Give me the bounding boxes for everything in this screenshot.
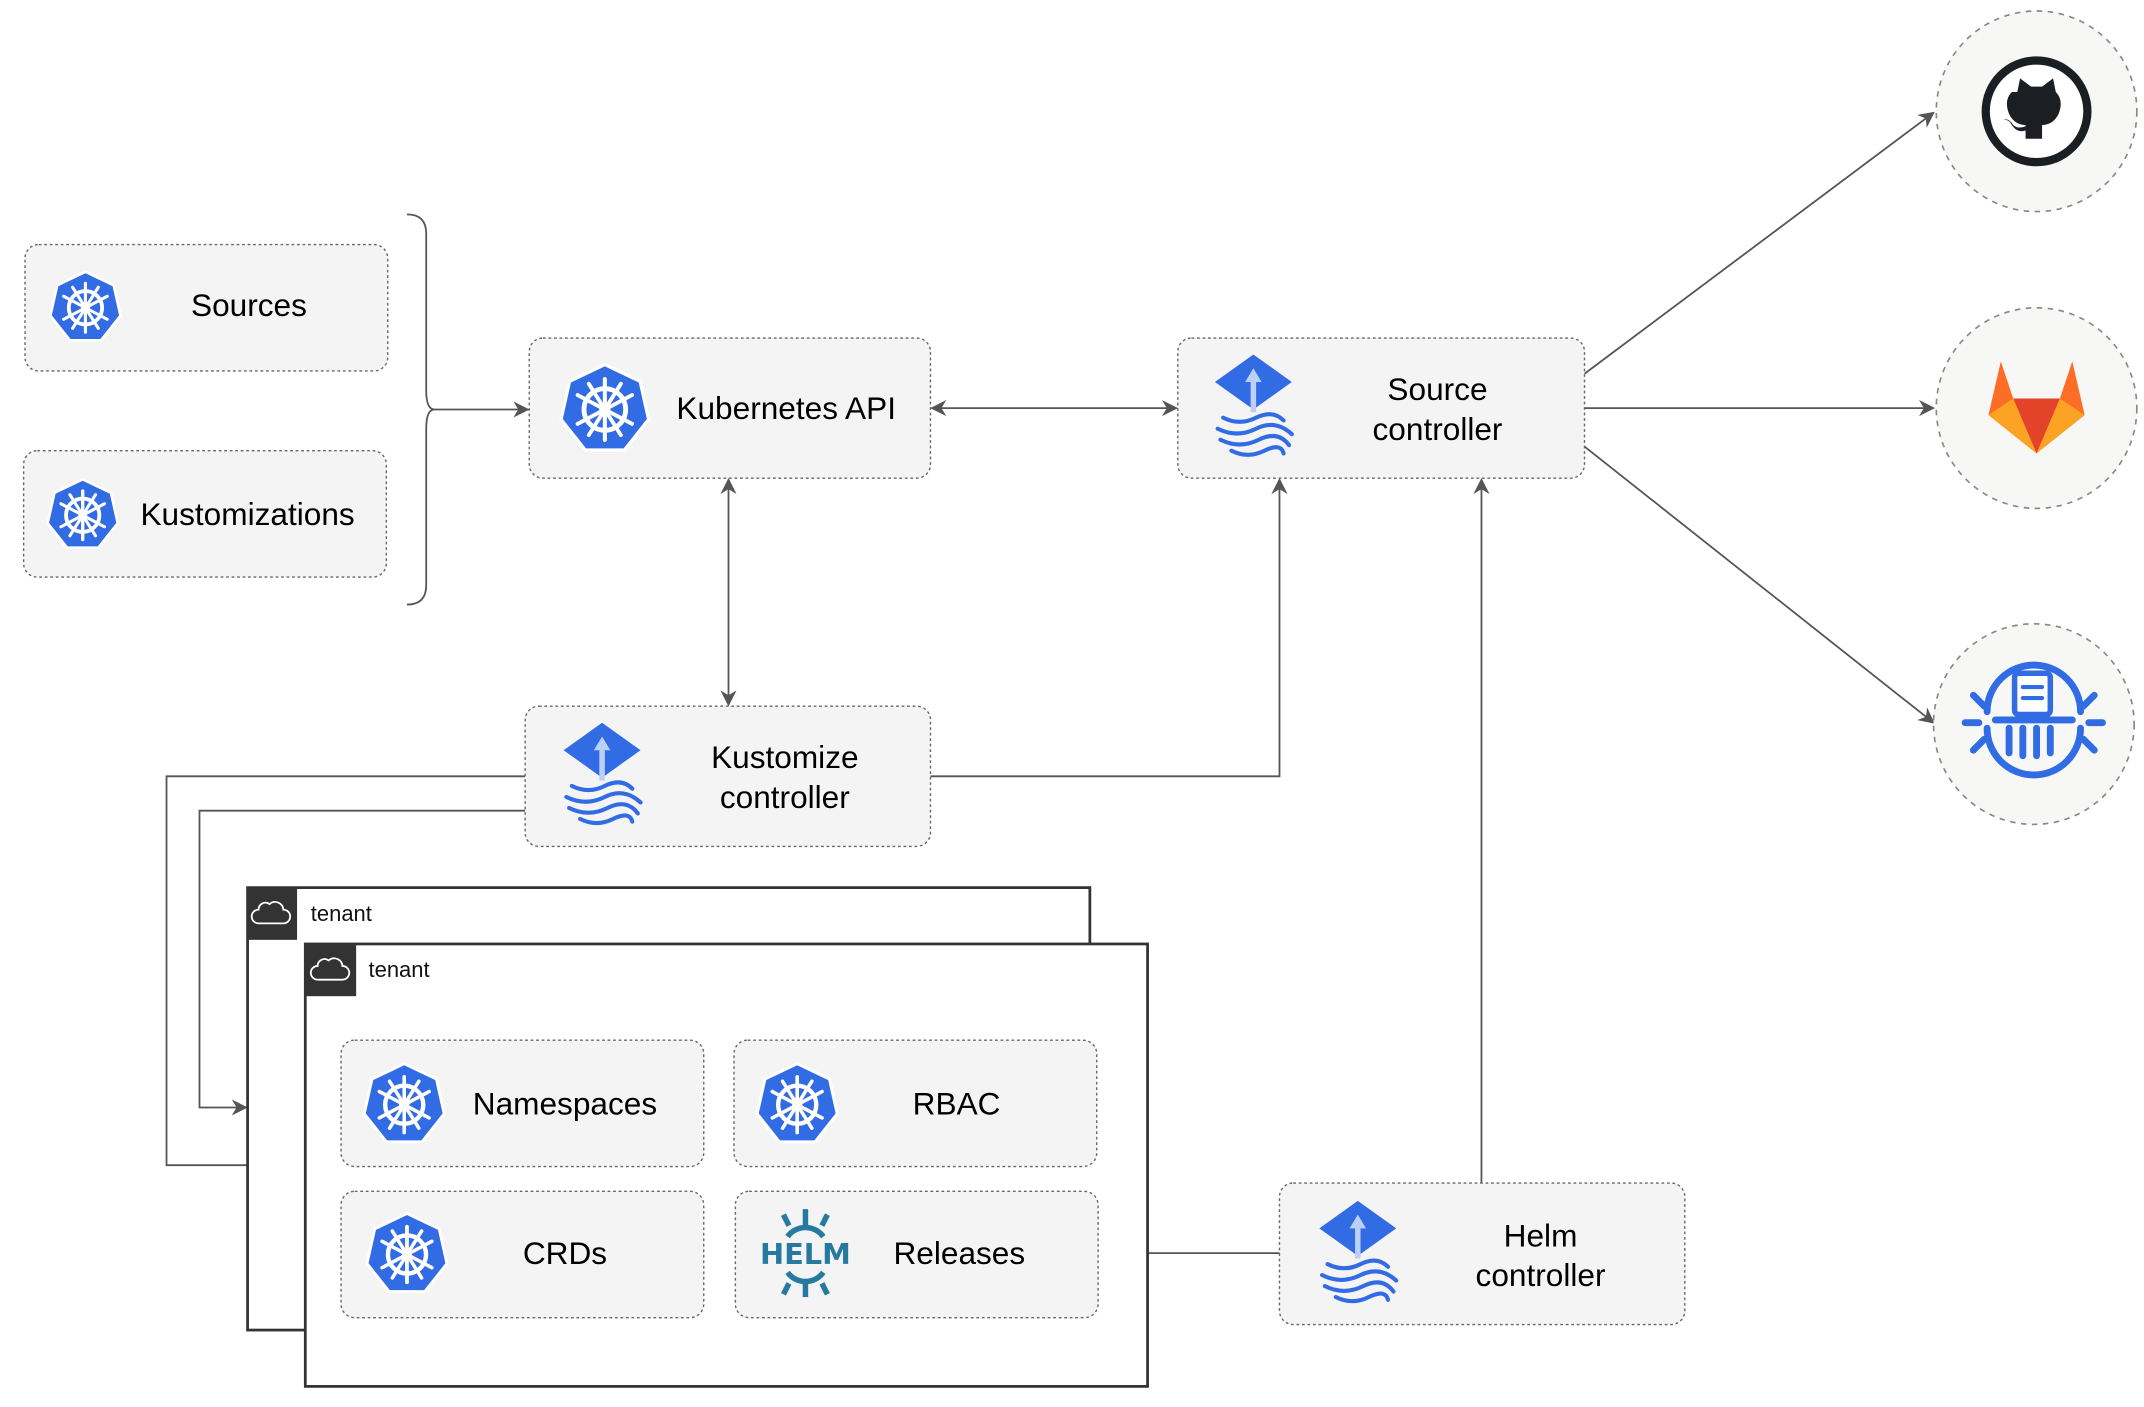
node-label: Kustomize — [711, 739, 858, 775]
node-label: Releases — [893, 1235, 1025, 1271]
node-rbac[interactable]: RBAC — [733, 1039, 1098, 1168]
node-source-controller[interactable]: Source controller — [1177, 337, 1586, 479]
helm-icon — [780, 1209, 830, 1298]
bucket-icon — [1961, 661, 2106, 779]
cloud-icon — [250, 901, 292, 925]
node-releases[interactable]: HELM Releases — [734, 1190, 1099, 1319]
node-label: Helm — [1504, 1217, 1578, 1253]
node-label: Source — [1387, 371, 1487, 407]
node-kustomizations[interactable]: Kustomizations — [22, 449, 388, 578]
github-icon — [1981, 56, 2092, 167]
edge-kustomize-to-tenant-inner — [165, 775, 526, 1174]
edge-source-to-bucket — [1583, 445, 1935, 724]
node-label: Kustomizations — [140, 496, 354, 532]
edge-kustomize-to-source — [930, 477, 1288, 778]
helm-logo-text: HELM — [760, 1237, 851, 1271]
node-label: CRDs — [523, 1235, 607, 1271]
tenant-label: tenant — [369, 957, 430, 982]
node-label: controller — [1476, 1257, 1606, 1293]
node-label: controller — [720, 779, 850, 815]
node-namespaces[interactable]: Namespaces — [340, 1039, 705, 1168]
node-label: Sources — [191, 287, 307, 323]
tenant-label: tenant — [311, 901, 372, 926]
bucket-source[interactable] — [1932, 622, 2135, 826]
gitlab-source[interactable] — [1935, 306, 2138, 510]
node-label: controller — [1373, 411, 1503, 447]
cloud-icon-bg — [305, 943, 357, 997]
node-helm-controller[interactable]: Helm controller — [1278, 1182, 1686, 1326]
edge-kustomize-to-tenant-outer — [198, 809, 526, 1116]
node-label: Namespaces — [473, 1085, 657, 1121]
grouping-brace — [406, 213, 435, 606]
node-label: Kubernetes API — [676, 390, 896, 426]
edge-source-to-github — [1583, 111, 1935, 375]
node-kubernetes-api[interactable]: Kubernetes API — [528, 337, 932, 479]
node-kustomize-controller[interactable]: Kustomize controller — [524, 705, 932, 848]
github-source[interactable] — [1935, 10, 2138, 213]
gitlab-icon — [1988, 361, 2085, 454]
cloud-icon — [309, 957, 351, 981]
node-sources[interactable]: Sources — [24, 243, 389, 372]
tenant-inner[interactable]: tenant Namespaces RBAC CRDs HELM — [303, 942, 1149, 1388]
node-crds[interactable]: CRDs — [340, 1190, 705, 1319]
node-label: RBAC — [913, 1085, 1001, 1121]
